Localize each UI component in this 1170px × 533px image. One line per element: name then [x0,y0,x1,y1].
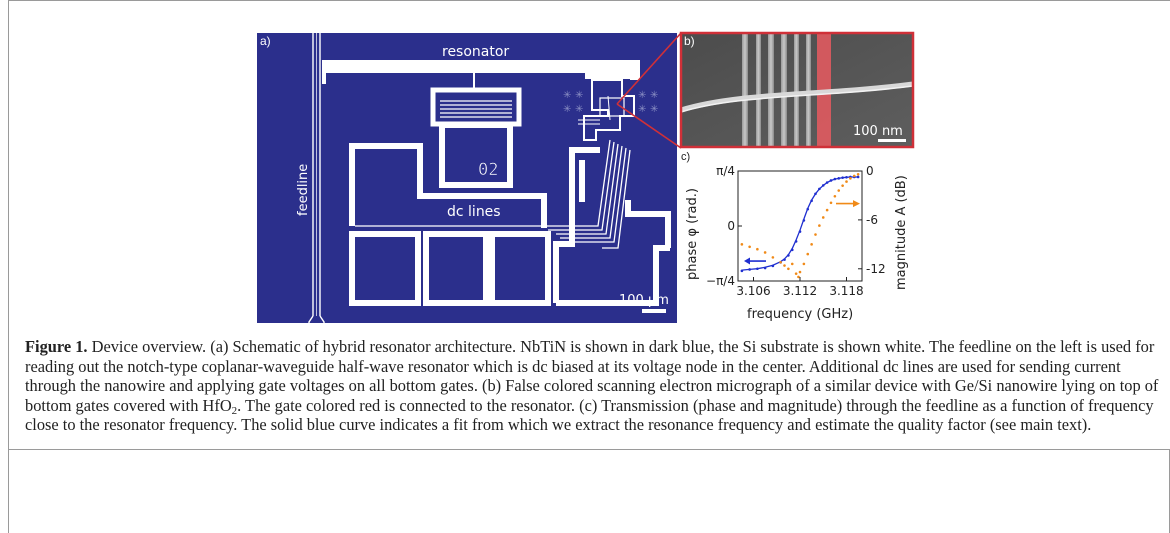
panel-c-chart: c) 3.106 3.112 3.118 π/4 0 −π/4 0 -6 -12 phase φ… [681,151,909,322]
magnitude-point [818,224,821,227]
y-left-tick-label: 0 [727,219,735,233]
magnitude-point [783,264,786,267]
y-left-tick-label: −π/4 [706,274,735,288]
resonator-label: resonator [442,44,509,60]
magnitude-point [740,243,744,246]
magnitude-point [798,270,802,274]
magnitude-point [849,177,852,180]
dc-pads [349,143,671,306]
magnitude-point [845,180,848,183]
caption-text-2: . The gate colored red is connected to t… [25,395,1154,435]
magnitude-point [833,194,837,198]
panel-a-substrate [257,33,677,323]
alignment-markers: ✳ ✳ ✳ ✳ ✳ ✳ ✳ ✳ [563,90,658,115]
panel-b-micrograph: b) 100 nm [679,31,915,149]
caption-subscript: 2 [231,404,238,417]
magnitude-point [806,252,810,256]
panel-a-scale-bar [642,309,666,313]
panel-a-label: a) [260,34,271,48]
svg-text:✳: ✳ [638,104,646,115]
dc-lines [355,139,631,249]
magnitude-point [821,216,825,219]
panel-a-schematic: a) feedline resonator [257,33,677,323]
chip-id: 02 [478,160,498,180]
magnitude-point [852,174,856,178]
feedline-label: feedline [296,164,311,216]
magnitude-point [841,184,844,187]
magnitude-point [856,172,860,176]
magnitude-point [797,275,800,279]
bias-pad [430,73,522,188]
nanowire [680,81,914,113]
caption-text-1: Device overview. (a) Schematic of hybrid… [25,337,1159,415]
nanowire-region [578,79,635,141]
magnitude-axis-arrowhead [853,200,860,208]
panel-b-scale-bar-label: 100 nm [853,124,903,139]
magnitude-point [779,260,782,264]
magnitude-point [748,245,751,249]
feedline [308,33,325,323]
magnitude-point [837,189,841,192]
magnitude-point [825,208,829,212]
svg-text:✳: ✳ [575,90,583,101]
chart-layer: 3.106 3.112 3.118 π/4 0 −π/4 0 -6 -12 [706,164,886,298]
panel-b-label: b) [684,34,695,48]
svg-text:✳: ✳ [563,104,571,115]
y-left-label: phase φ (rad.) [685,188,700,280]
svg-text:✳: ✳ [638,90,646,101]
x-tick-label: 3.118 [829,284,863,298]
bottom-gates [742,33,811,147]
y-right-tick-label: -12 [866,262,886,276]
y-left-tick-label: π/4 [716,164,735,178]
x-axis-label: frequency (GHz) [747,307,853,322]
magnitude-point [790,262,794,266]
magnitude-point [771,256,775,259]
magnitude-point [810,243,813,246]
frame-top-border [8,0,1170,1]
magnitude-point [763,251,767,254]
magnitude-point [829,201,833,205]
svg-text:✳: ✳ [563,90,571,101]
y-right-tick-label: -6 [866,213,878,227]
figure-1: a) feedline resonator [257,31,915,323]
frame-left-border [8,0,9,533]
zoom-lines [616,32,682,149]
panel-b-frame [679,31,915,149]
plot-frame [737,170,863,282]
figure-caption: Figure 1. Device overview. (a) Schematic… [25,337,1160,435]
svg-text:✳: ✳ [575,104,583,115]
magnitude-point [794,272,798,275]
x-tick-label: 3.106 [736,284,770,298]
resonator [322,60,640,84]
magnitude-point [814,233,817,236]
fit-line [741,176,859,271]
y-right-tick-label: 0 [866,164,874,178]
panel-b-scale-bar [878,139,906,142]
svg-text:✳: ✳ [650,90,658,101]
panel-c-label: c) [681,151,690,163]
caption-label: Figure 1. [25,337,88,356]
x-tick-label: 3.112 [783,284,817,298]
magnitude-point [756,247,759,251]
magnitude-point [787,267,790,271]
dc-lines-label: dc lines [447,204,501,220]
svg-text:✳: ✳ [650,104,658,115]
phase-axis-arrowhead [744,257,750,265]
frame-bottom-border [8,449,1170,450]
panel-a-scale-bar-label: 100 µm [619,293,669,308]
magnitude-point [802,262,806,266]
y-right-label: magnitude A (dB) [894,175,909,290]
